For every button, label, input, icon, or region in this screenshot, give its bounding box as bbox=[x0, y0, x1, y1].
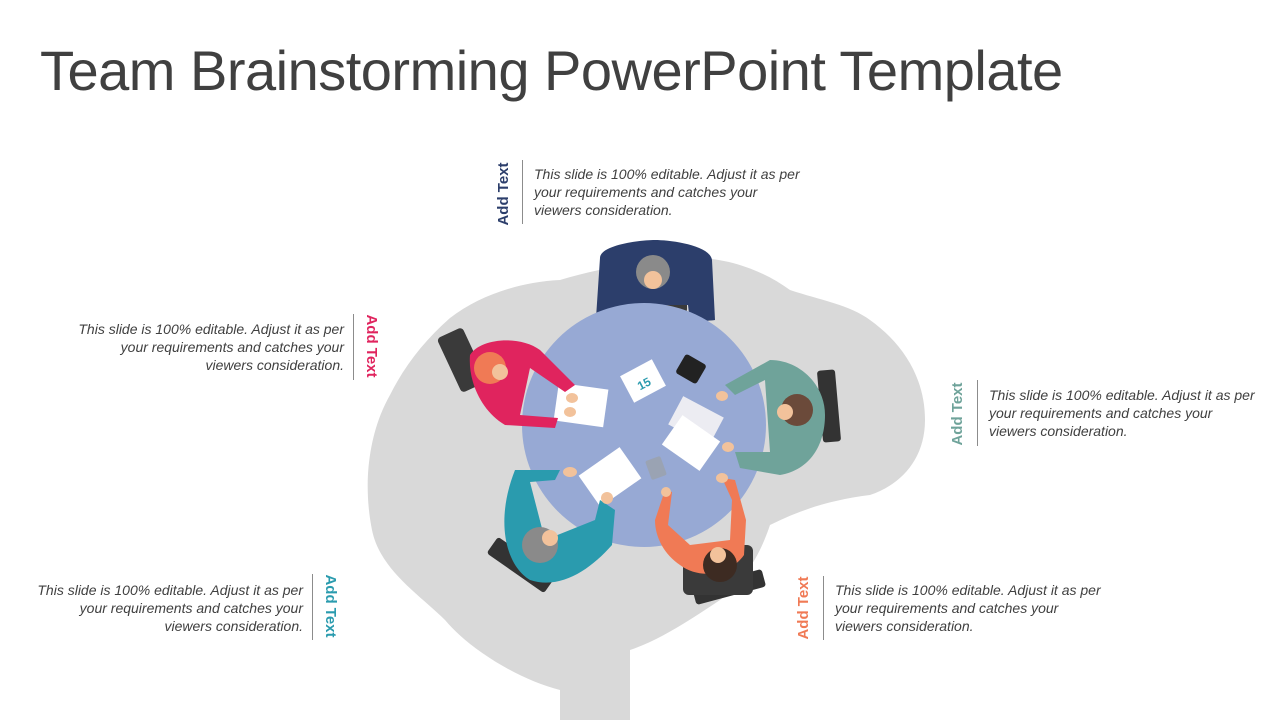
callout-bottom-left-divider bbox=[312, 574, 313, 640]
round-table bbox=[522, 303, 766, 547]
page-title: Team Brainstorming PowerPoint Template bbox=[40, 39, 1063, 102]
callout-bottom-left-text: This slide is 100% editable. Adjust it a… bbox=[37, 582, 303, 634]
callout-right-text: This slide is 100% editable. Adjust it a… bbox=[989, 387, 1255, 439]
svg-text:15: 15 bbox=[635, 374, 654, 393]
person-right-sage bbox=[716, 360, 841, 475]
callout-top-label: Add Text bbox=[495, 162, 512, 226]
callout-bottom-right-divider bbox=[823, 576, 824, 640]
callout-bottom-right-text: This slide is 100% editable. Adjust it a… bbox=[835, 582, 1101, 634]
person-left-pink bbox=[437, 328, 578, 428]
callout-top-divider bbox=[522, 160, 523, 224]
callout-bottom-right-label: Add Text bbox=[795, 576, 812, 640]
callout-left-label: Add Text bbox=[363, 314, 380, 378]
callout-right-label: Add Text bbox=[949, 382, 966, 446]
callout-top-text: This slide is 100% editable. Adjust it a… bbox=[534, 166, 800, 218]
callout-left-divider bbox=[353, 314, 354, 380]
table-items: 15 bbox=[553, 354, 724, 507]
person-bottom-coral bbox=[655, 473, 766, 605]
callout-left-text: This slide is 100% editable. Adjust it a… bbox=[78, 321, 344, 373]
callout-bottom-left-label: Add Text bbox=[322, 574, 339, 638]
person-bottom-left-teal bbox=[487, 467, 615, 593]
callout-right-divider bbox=[977, 380, 978, 446]
